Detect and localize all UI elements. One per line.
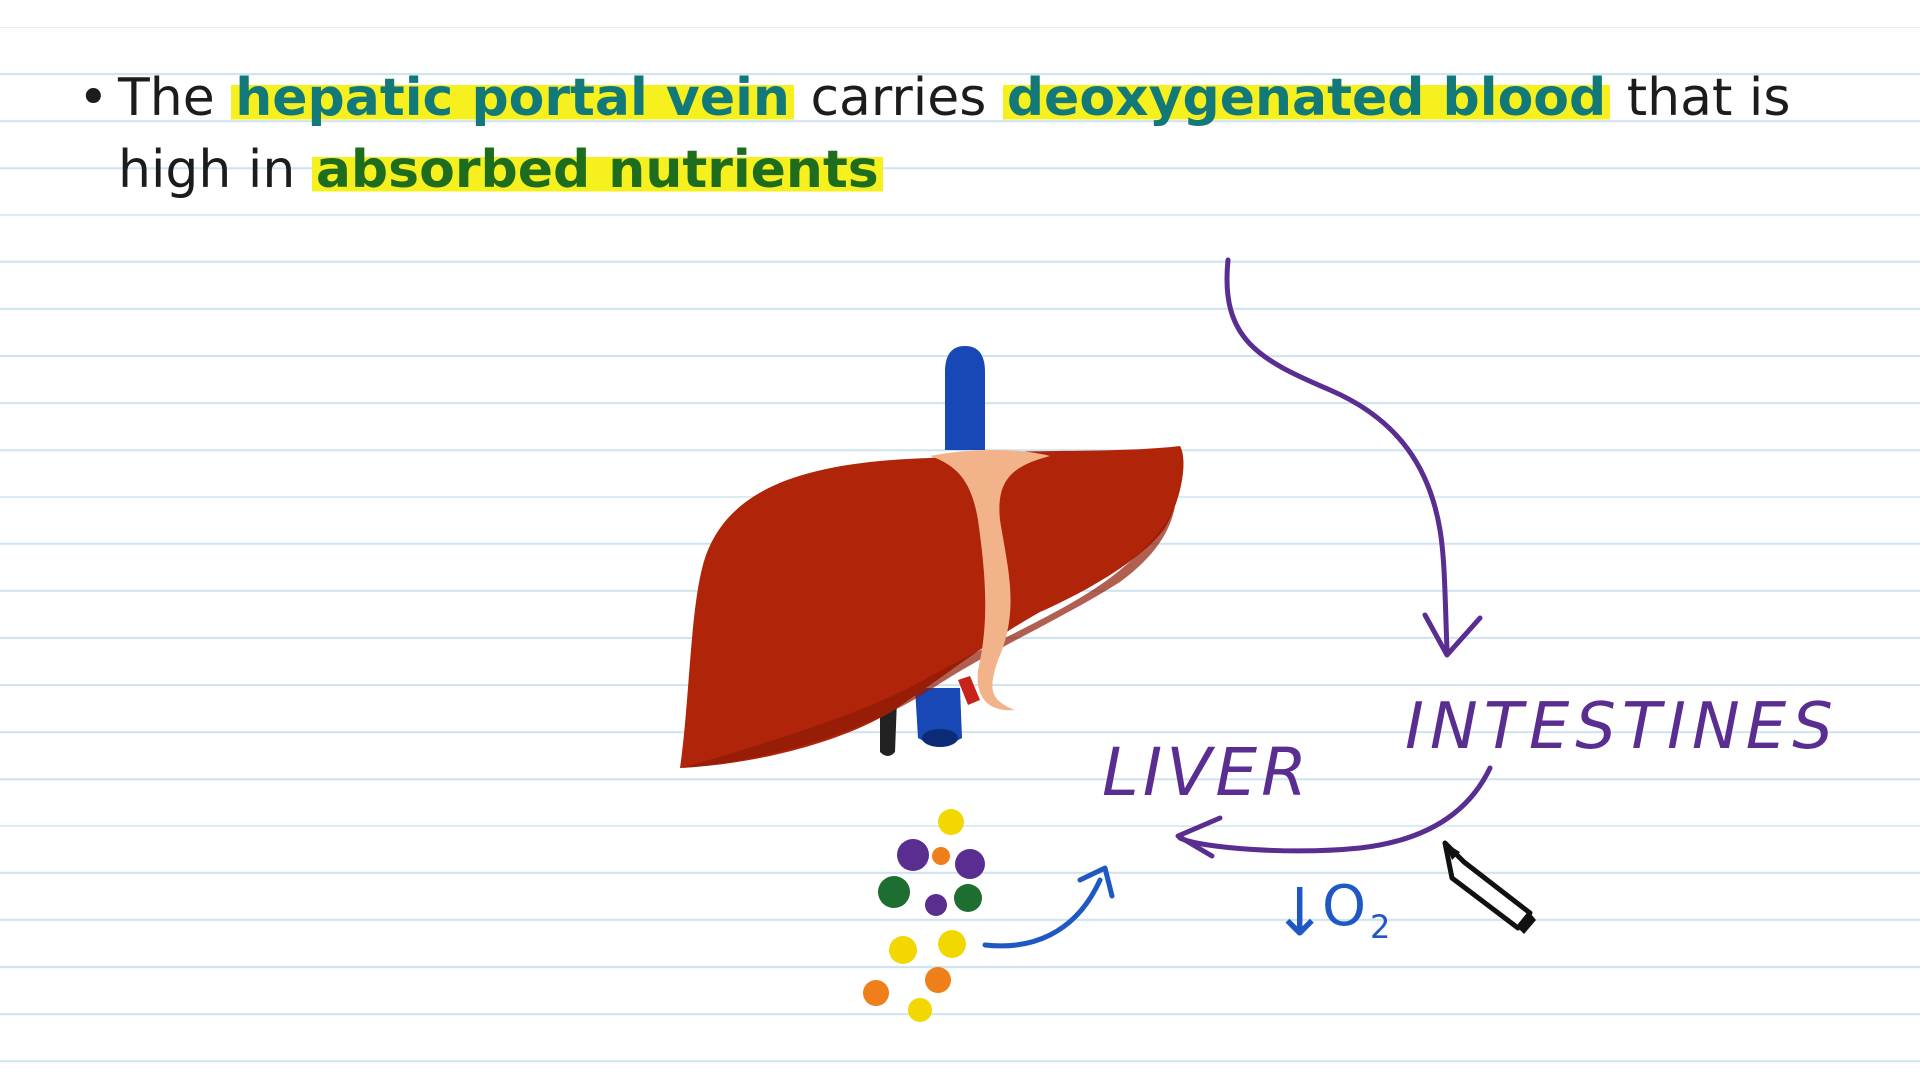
- highlight-deoxygenated-blood: deoxygenated blood: [1002, 68, 1611, 128]
- nutrient-particle: [938, 930, 966, 958]
- nutrient-particle: [925, 894, 947, 916]
- nutrient-particles: [863, 809, 985, 1022]
- liver-illustration: [680, 346, 1184, 768]
- bullet-point: • The hepatic portal vein carries deoxyg…: [78, 62, 1838, 206]
- bullet-text-1: The: [118, 68, 232, 128]
- highlight-absorbed-nutrients: absorbed nutrients: [311, 140, 883, 200]
- oxygen-subscript: 2: [1370, 908, 1390, 946]
- nutrient-particle: [925, 967, 951, 993]
- nutrient-particle: [889, 936, 917, 964]
- nutrient-particle: [954, 884, 982, 912]
- vena-cava-top: [945, 346, 985, 450]
- portal-vein-opening: [922, 729, 958, 747]
- bullet-text-2: carries: [793, 68, 1003, 128]
- liver-lobes: [680, 446, 1184, 768]
- bullet-marker: •: [78, 68, 109, 128]
- oxygen-letter: O: [1322, 874, 1366, 939]
- hepatic-artery-vessel: [958, 676, 980, 705]
- bullet-text-3: that is high in: [118, 68, 1791, 200]
- nutrient-particle: [908, 998, 932, 1022]
- nutrient-particle: [955, 849, 985, 879]
- nutrient-particle: [878, 876, 910, 908]
- nutrient-particle: [938, 809, 964, 835]
- flow-arrow-to-intestines: [1224, 257, 1483, 658]
- nutrient-particle: [863, 980, 889, 1006]
- pen-cursor-icon: [1442, 840, 1536, 934]
- nutrient-particle: [932, 847, 950, 865]
- nutrient-particle: [897, 839, 929, 871]
- falciform-ligament: [930, 450, 1050, 711]
- intestines-label: INTESTINES: [1405, 690, 1839, 764]
- nutrient-arrow: [982, 865, 1115, 949]
- bullet-sentence: The hepatic portal vein carries deoxygen…: [118, 62, 1838, 206]
- highlight-hepatic-portal-vein: hepatic portal vein: [231, 68, 794, 128]
- down-arrow-symbol: ↓: [1272, 874, 1327, 951]
- low-oxygen-label: ↓ O 2: [1272, 874, 1390, 951]
- liver-label: LIVER: [1102, 734, 1311, 811]
- flow-arrow-to-liver: [1175, 765, 1493, 859]
